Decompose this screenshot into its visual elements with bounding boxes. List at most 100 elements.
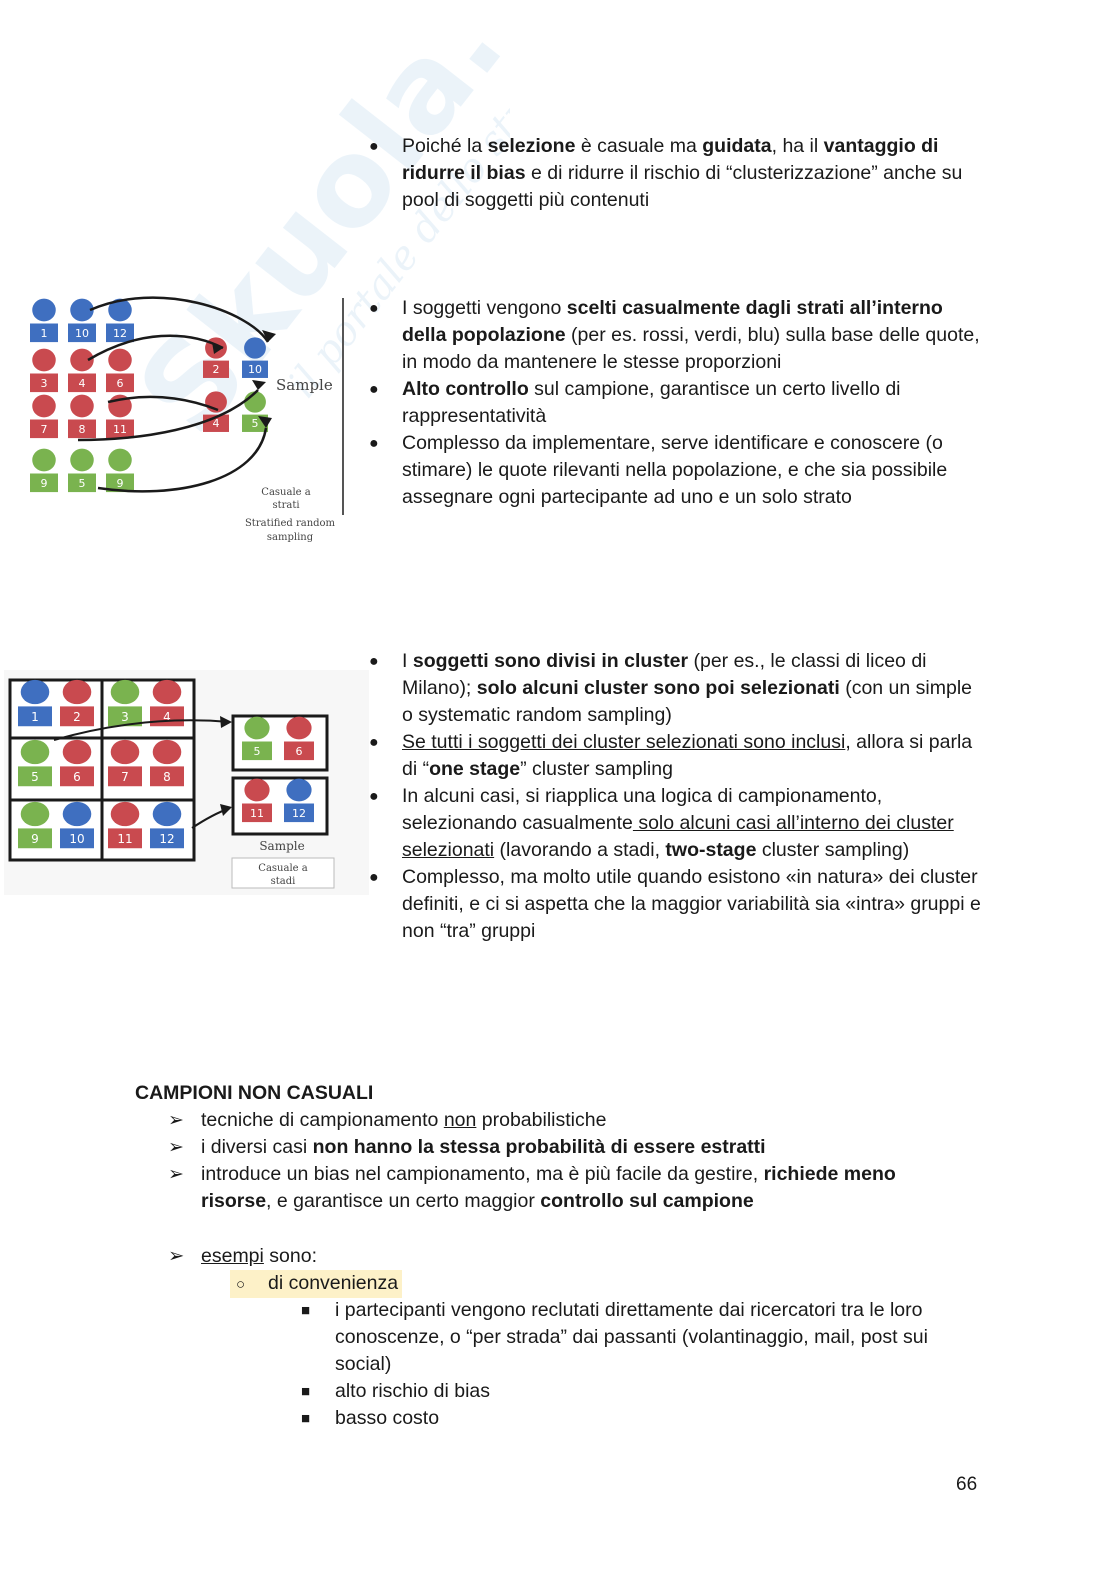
bullet-marker: ■ <box>301 1302 311 1319</box>
person-number: 12 <box>159 832 174 846</box>
text-run: solo alcuni cluster sono poi selezionati <box>476 677 840 699</box>
arrow-line <box>89 296 270 343</box>
bullet-text: i diversi casi non hanno la stessa proba… <box>201 1136 766 1158</box>
person-number: 4 <box>213 417 220 430</box>
text-run: (per es. rossi, verdi, blu) sulla base d… <box>402 324 980 373</box>
arrow-line <box>107 395 219 412</box>
esempi-line: ➢ esempi sono: <box>168 1243 317 1270</box>
person-body <box>30 473 58 493</box>
bullet-text: Se tutti i soggetti dei cluster selezion… <box>402 731 972 780</box>
person-head <box>62 801 92 827</box>
person-head <box>70 298 94 322</box>
text-run: (con un simple o systematic random sampl… <box>402 677 973 726</box>
convenienza-detail-block: ■ i partecipanti vengono reclutati dirett… <box>301 1297 975 1432</box>
text-run: solo alcuni casi all’interno dei cluster… <box>402 812 954 861</box>
circle-marker: ○ <box>236 1276 246 1293</box>
person-number: 1 <box>31 710 39 724</box>
bullet-marker: ● <box>369 300 379 317</box>
person-head <box>244 716 270 740</box>
person-head <box>70 448 94 472</box>
person-number: 6 <box>296 745 303 758</box>
text-run: one stage <box>429 758 521 780</box>
person-number: 5 <box>79 477 86 490</box>
person-body <box>68 473 96 493</box>
person-head <box>244 337 266 359</box>
text-run: soggetti sono divisi in cluster <box>412 650 689 672</box>
bullet-marker: ● <box>369 788 379 805</box>
text-run: i diversi casi <box>201 1136 313 1158</box>
person-head <box>32 348 56 372</box>
person-head <box>62 739 92 765</box>
person-number: 3 <box>41 377 48 390</box>
person-body <box>30 323 58 343</box>
text-run: I soggetti vengono <box>402 297 567 319</box>
caption-box <box>231 857 335 889</box>
bullet-text: Complesso da implementare, serve identif… <box>402 432 947 508</box>
caption-line: strati <box>272 500 299 511</box>
text-run: probabilistiche <box>476 1109 607 1131</box>
arrow-line <box>87 334 224 362</box>
person-body <box>242 803 272 823</box>
arrow-line <box>53 719 231 741</box>
person-number: 7 <box>41 423 48 436</box>
list-item: ■ basso costo <box>301 1405 975 1432</box>
person-number: 3 <box>121 710 129 724</box>
sub-item-label: di convenienza <box>268 1272 399 1294</box>
text-run: , ha il <box>771 135 824 157</box>
person-body <box>68 373 96 393</box>
bullet-text: introduce un bias nel campionamento, ma … <box>201 1163 896 1212</box>
text-run: selezione <box>487 135 576 157</box>
text-run: Se tutti i soggetti dei cluster selezion… <box>402 731 846 753</box>
person-body <box>106 419 134 439</box>
caption-line: stadi <box>271 876 296 887</box>
stratified-bullet-block: ● I soggetti vengono scelti casualmente d… <box>369 295 982 511</box>
list-item: ●Alto controllo sul campione, garantisce… <box>369 376 982 430</box>
text-run: scelti casualmente dagli strati all’inte… <box>402 297 943 346</box>
text-run: Alto controllo <box>402 378 529 400</box>
person-number: 2 <box>73 710 81 724</box>
person-head <box>70 348 94 372</box>
arrow-list: ➢tecniche di campionamento non probabili… <box>168 1107 961 1215</box>
text-run: cluster sampling) <box>756 839 910 861</box>
list-item: ■alto rischio di bias <box>301 1378 975 1405</box>
person-number: 10 <box>69 832 84 846</box>
text-run: guidata <box>702 135 772 157</box>
text-run: ” cluster sampling <box>520 758 673 780</box>
person-body <box>30 373 58 393</box>
person-head <box>152 679 182 705</box>
person-number: 8 <box>79 423 86 436</box>
person-body <box>108 828 142 849</box>
list-item: ➢introduce un bias nel campionamento, ma… <box>168 1161 961 1215</box>
list-item: ● I soggetti vengono scelti casualmente d… <box>369 295 982 376</box>
person-body <box>242 741 272 761</box>
bullet-marker: ■ <box>301 1410 311 1427</box>
person-body <box>284 803 314 823</box>
caption-line: Casuale a <box>258 863 307 874</box>
person-head <box>32 298 56 322</box>
person-number: 11 <box>250 807 264 820</box>
person-body <box>60 766 94 787</box>
text-run: In alcuni casi, si riapplica una logica … <box>402 785 883 834</box>
person-head <box>110 801 140 827</box>
bullet-dot: ● <box>369 138 379 155</box>
person-number: 5 <box>31 770 39 784</box>
person-number: 6 <box>73 770 81 784</box>
person-body <box>242 360 268 378</box>
bullet-text: basso costo <box>335 1407 440 1429</box>
text-run: two-stage <box>665 839 757 861</box>
person-head <box>152 739 182 765</box>
esempi-word: esempi <box>201 1245 264 1267</box>
list-item: ●Se tutti i soggetti dei cluster selezio… <box>369 729 982 783</box>
arrow-head <box>220 804 232 816</box>
person-head <box>108 348 132 372</box>
person-head <box>110 739 140 765</box>
text-run: introduce un bias nel campionamento, ma … <box>201 1163 764 1185</box>
person-body <box>284 741 314 761</box>
person-body <box>150 828 184 849</box>
text-run: e di ridurre il rischio di “clusterizzaz… <box>402 162 963 211</box>
arrow-head <box>252 380 266 390</box>
bullet-text: i partecipanti vengono reclutati diretta… <box>335 1299 928 1375</box>
